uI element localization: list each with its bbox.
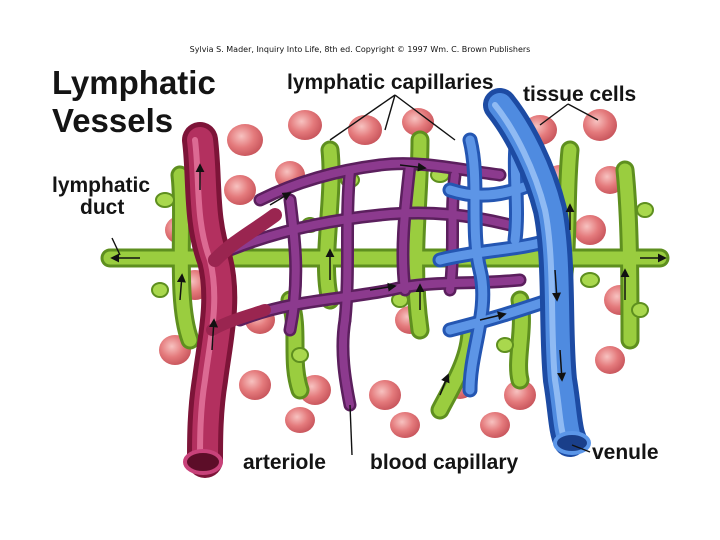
label-blood-capillary: blood capillary bbox=[370, 452, 518, 474]
label-venule: venule bbox=[592, 442, 659, 464]
label-lymphatic-duct: lymphatic duct bbox=[52, 175, 150, 219]
tissue-cell bbox=[288, 110, 322, 140]
tissue-cell bbox=[595, 346, 625, 374]
label-lymphatic-duct-line-1: lymphatic bbox=[52, 175, 150, 197]
tissue-cell bbox=[227, 124, 263, 156]
label-arteriole: arteriole bbox=[243, 452, 326, 474]
tissue-cell bbox=[390, 412, 420, 438]
tissue-cell bbox=[583, 109, 617, 141]
tissue-cell bbox=[348, 115, 382, 145]
tissue-cell bbox=[239, 370, 271, 400]
label-lymphatic-duct-line-2: duct bbox=[52, 197, 150, 219]
tissue-cell bbox=[369, 380, 401, 410]
tissue-cell bbox=[224, 175, 256, 205]
tissue-cell bbox=[574, 215, 606, 245]
tissue-cell bbox=[285, 407, 315, 433]
label-tissue-cells: tissue cells bbox=[523, 84, 636, 106]
tissue-cell bbox=[480, 412, 510, 438]
label-lymphatic-capillaries: lymphatic capillaries bbox=[287, 72, 494, 94]
